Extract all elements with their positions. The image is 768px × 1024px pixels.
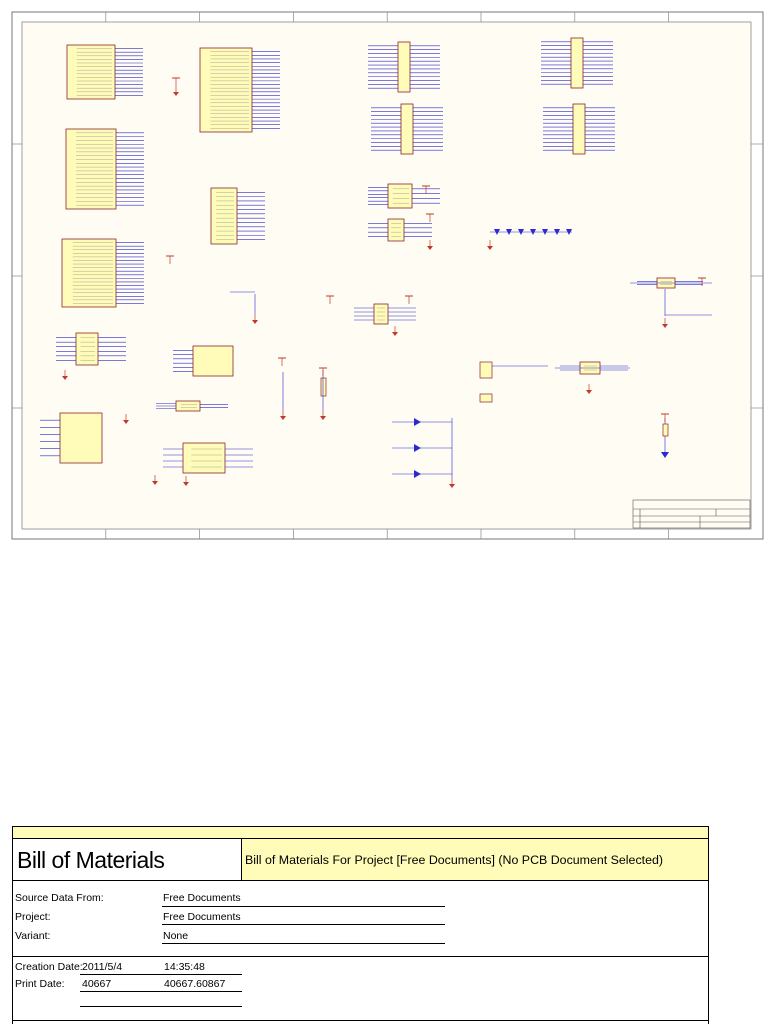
variant-value: None <box>163 930 189 942</box>
connector-j3 <box>371 103 443 155</box>
bom-bottom-rule <box>13 1020 708 1021</box>
bill-of-materials-report: Bill of Materials Bill of Materials For … <box>12 826 709 1024</box>
ic-u8 <box>354 303 416 325</box>
ic-u10 <box>173 345 234 377</box>
ic-u3 <box>65 128 144 210</box>
variant-underline <box>162 943 445 944</box>
connector-j2 <box>541 37 613 89</box>
creation-underline <box>80 974 242 975</box>
creation-time-value: 14:35:48 <box>164 961 205 973</box>
bom-title: Bill of Materials <box>13 839 242 881</box>
schematic-title-block <box>632 499 751 529</box>
blank-underline <box>80 1006 242 1007</box>
print-time-value: 40667.60867 <box>164 978 226 990</box>
ic-u5 <box>210 187 265 245</box>
creation-date-label: Creation Date: <box>15 961 83 973</box>
ic-u2 <box>199 47 280 133</box>
sheet-inner-frame <box>21 21 752 530</box>
ic-u12 <box>163 442 253 474</box>
print-underline <box>80 991 242 992</box>
bom-subtitle: Bill of Materials For Project [Free Docu… <box>242 839 708 881</box>
bom-divider <box>13 956 708 957</box>
source-label: Source Data From: <box>15 892 104 904</box>
bom-top-band <box>13 827 708 839</box>
source-underline <box>162 906 445 907</box>
schematic-components <box>40 37 712 488</box>
ic-u1 <box>66 44 143 100</box>
ic-u13 <box>156 400 228 412</box>
project-label: Project: <box>15 911 51 923</box>
project-value: Free Documents <box>163 911 241 923</box>
ic-u4 <box>61 238 144 308</box>
ic-u11 <box>40 412 103 464</box>
creation-date-value: 2011/5/4 <box>82 961 123 973</box>
connector-j4 <box>543 103 615 155</box>
ic-u7 <box>368 218 432 242</box>
ic-u6 <box>368 183 440 209</box>
connector-j1 <box>368 41 440 93</box>
zone-markers <box>12 12 763 539</box>
source-value: Free Documents <box>163 892 241 904</box>
print-date-value: 40667 <box>82 978 112 990</box>
variant-label: Variant: <box>15 930 51 942</box>
schematic-sheet <box>11 11 764 540</box>
ic-u9 <box>56 332 126 366</box>
print-date-label: Print Date: <box>15 978 65 990</box>
project-underline <box>162 924 445 925</box>
